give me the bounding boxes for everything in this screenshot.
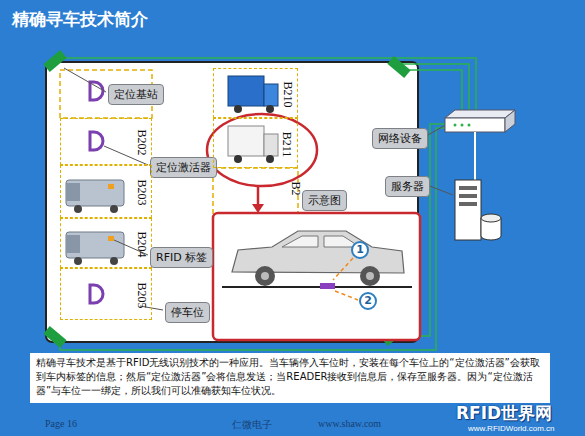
space-number: B202 [133,129,148,155]
space-number: B210 [279,81,294,107]
callout-text: 服务器 [391,179,424,194]
page-number: Page 16 [45,418,77,429]
parking-space: B211 [213,118,298,168]
slide-title: 精确寻车技术简介 [12,8,148,31]
inset-frame [213,213,420,340]
callout-number: 2 [359,292,377,310]
callout-box: RFID 标签 [150,247,213,268]
space-number: B211 [279,131,294,157]
number-text: 2 [361,294,375,308]
parking-space: B202 [60,118,152,165]
callout-number: 1 [351,241,369,259]
website: www.shaw.com [318,418,381,429]
highlight-ring [207,114,317,186]
callout-text: RFID 标签 [156,250,207,265]
number-text: 1 [353,243,367,257]
network-wires [60,58,476,350]
callout-text: 示意图 [308,193,341,208]
server [455,180,501,240]
callout-box: 定位基站 [108,84,164,105]
leader-line [64,68,453,310]
car [232,231,404,286]
caption-text: 精确寻车技术是基于RFID无线识别技术的一种应用。当车辆停入车位时，安装在每个车… [36,356,544,398]
arrow-head [252,204,264,213]
callout-box: 定位激活器 [150,157,217,178]
callout-box: 网络设备 [372,128,428,149]
parking-space: B204 [60,218,152,268]
parking-space: B203 [60,165,152,218]
space-number: B203 [133,179,148,205]
callout-text: 定位基站 [114,87,158,102]
signal-path [333,258,358,300]
network-device [445,110,515,132]
watermark-url: www.RFIDWorld.com.cn [468,424,555,433]
parking-space [213,168,298,218]
company-name: 仁微电子 [232,418,272,432]
pointer-arrow [257,186,260,205]
watermark: RFID世界网 [456,402,552,425]
space-number: B204 [133,231,148,257]
server-link [474,132,476,180]
tag [320,283,335,289]
parking-space: B205 [60,268,152,320]
parking-space: B210 [213,68,298,118]
caption-panel [30,353,550,403]
space-number: B2 [287,181,302,195]
callout-box: 示意图 [302,190,347,211]
ground-line [222,286,412,288]
callout-text: 网络设备 [378,131,422,146]
callout-text: 定位激活器 [156,160,211,175]
callout-text: 停车位 [171,305,204,320]
callout-box: 服务器 [385,176,430,197]
callout-box: 停车位 [165,302,210,323]
space-number: B205 [133,282,148,308]
